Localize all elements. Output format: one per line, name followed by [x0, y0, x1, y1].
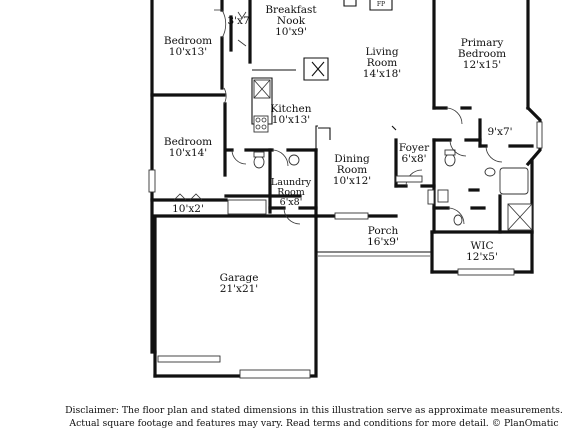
wic-dims: 12'x5'	[466, 251, 498, 263]
breakfast-nook-dims: 10'x9'	[275, 26, 307, 38]
garage-label: Garage	[220, 272, 259, 284]
porch-dims: 16'x9'	[367, 236, 399, 248]
fireplace-label: FP	[377, 1, 385, 8]
primary-bath-dims: 9'x7'	[487, 126, 512, 138]
bedroom-2-dims: 10'x14'	[169, 147, 207, 159]
primary-bedroom-label-2: Bedroom	[458, 48, 506, 60]
foyer-dims: 6'x8'	[401, 153, 426, 165]
disclaimer-line-2: Actual square footage and features may v…	[69, 418, 559, 429]
closet-3x7-dims: 3'x7'	[227, 15, 252, 27]
room-labels: Breakfast Nook 10'x9' 3'x7' Bedroom 10'x…	[164, 1, 513, 295]
primary-bedroom-dims: 12'x15'	[463, 59, 501, 71]
bedroom-2-label: Bedroom	[164, 136, 212, 148]
windows	[148, 121, 543, 379]
porch-label: Porch	[368, 225, 399, 237]
laundry-room-label-2: Room	[277, 187, 305, 198]
kitchen-dims: 10'x13'	[272, 114, 310, 126]
primary-bedroom-label: Primary	[461, 37, 504, 49]
bedroom-1-label: Bedroom	[164, 35, 212, 47]
living-room-label: Living	[365, 46, 398, 58]
dining-room-label-2: Room	[337, 164, 368, 176]
disclaimer-line-1: Disclaimer: The floor plan and stated di…	[65, 405, 563, 416]
laundry-room-dims: 6'x8'	[280, 197, 303, 208]
foyer-label: Foyer	[399, 142, 430, 154]
dining-room-label: Dining	[334, 153, 370, 165]
doors	[173, 9, 503, 225]
breakfast-nook-label: Breakfast	[265, 4, 317, 16]
garage-dims: 21'x21'	[220, 283, 258, 295]
living-room-dims: 14'x18'	[363, 68, 401, 80]
closet-10x2-dims: 10'x2'	[172, 203, 204, 215]
dining-room-dims: 10'x12'	[333, 175, 371, 187]
bedroom-1-dims: 10'x13'	[169, 46, 207, 58]
laundry-room-label: Laundry	[271, 177, 312, 188]
breakfast-nook-label-2: Nook	[277, 15, 306, 27]
wic-label: WIC	[471, 240, 494, 252]
kitchen-label: Kitchen	[270, 103, 311, 115]
interior-lines	[227, 0, 533, 257]
living-room-label-2: Room	[367, 57, 398, 69]
